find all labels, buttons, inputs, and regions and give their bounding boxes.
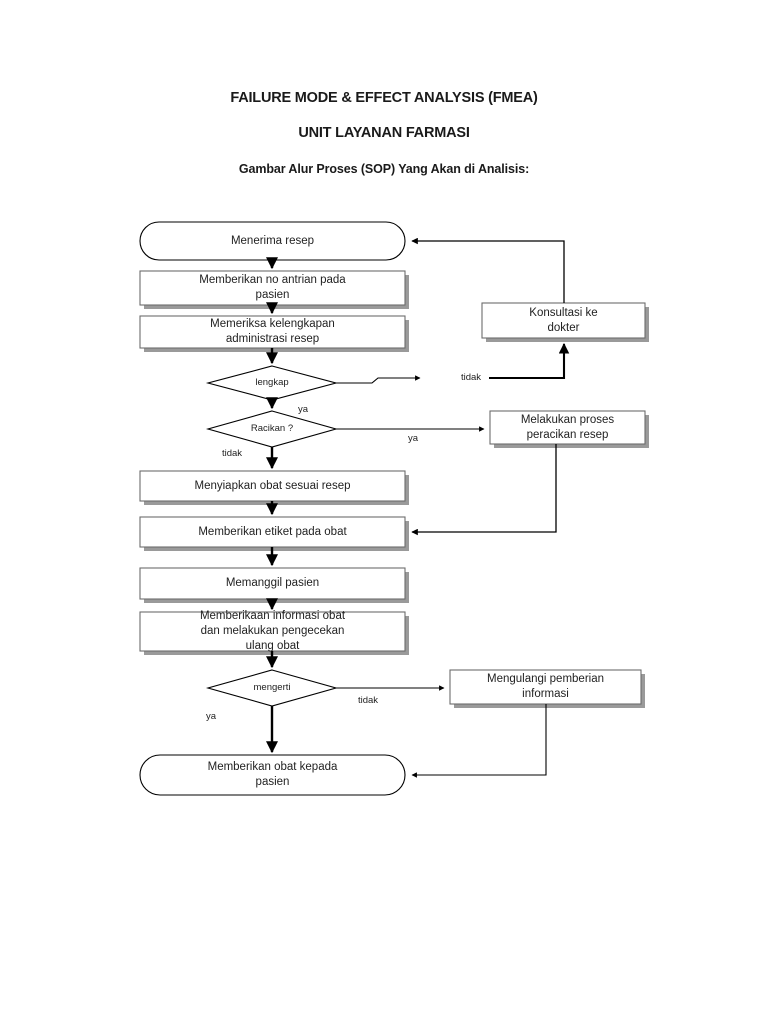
node-panggil-pasien — [139, 567, 406, 600]
page-title: FAILURE MODE & EFFECT ANALYSIS (FMEA) — [230, 90, 538, 106]
document-headings: FAILURE MODE & EFFECT ANALYSIS (FMEA) UN… — [0, 90, 768, 176]
edge-lengkap-tidak-seg2 — [489, 342, 570, 380]
page-caption: Gambar Alur Proses (SOP) Yang Akan di An… — [238, 162, 530, 176]
node-lengkap — [205, 365, 339, 401]
node-etiket-obat — [139, 516, 406, 548]
node-serah-obat — [139, 754, 406, 796]
node-konsultasi-dokter — [481, 302, 646, 339]
page-subtitle: UNIT LAYANAN FARMASI — [298, 125, 470, 141]
node-periksa-kelengkapan — [139, 315, 406, 349]
edge-konsultasi-to-terima — [411, 237, 565, 303]
node-mengerti — [205, 669, 339, 707]
node-informasi-obat — [139, 611, 406, 652]
node-terima-resep — [139, 221, 406, 261]
edge-ulangi-to-serah — [411, 704, 547, 778]
connectors — [266, 237, 570, 778]
node-racikan — [205, 410, 339, 448]
node-no-antrian — [139, 270, 406, 306]
node-peracikan-resep — [489, 410, 646, 445]
edge-peracikan-to-etiket — [411, 444, 557, 536]
node-siapkan-obat — [139, 470, 406, 502]
node-ulangi-informasi — [449, 669, 642, 705]
edge-lengkap-tidak-seg1 — [336, 375, 421, 384]
